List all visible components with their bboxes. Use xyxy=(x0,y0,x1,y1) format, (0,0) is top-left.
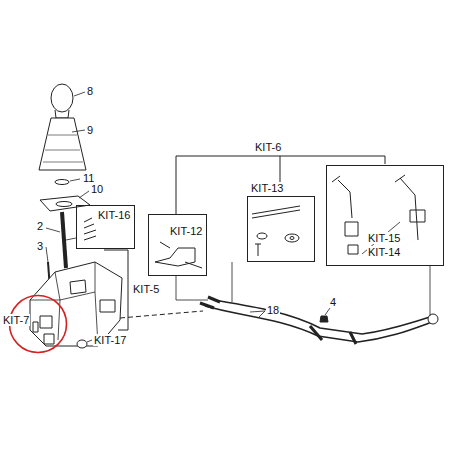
clip-detail xyxy=(160,242,202,268)
callout-number: 8 xyxy=(86,85,94,97)
knob-neck xyxy=(55,110,69,118)
inset-box: KIT-12 xyxy=(148,214,207,276)
kit-bracket xyxy=(104,250,128,330)
cable-grommets xyxy=(310,326,356,344)
nut xyxy=(320,316,328,322)
plate-hole xyxy=(56,202,72,207)
shift-boot xyxy=(39,118,86,170)
dashed-line xyxy=(120,311,203,318)
callout-number: 10 xyxy=(90,183,104,195)
boot-folds xyxy=(43,135,83,162)
cable-end-left xyxy=(332,176,358,236)
washer xyxy=(257,233,267,239)
cable-ends xyxy=(200,297,220,308)
kit-label: KIT-17 xyxy=(93,334,127,346)
housing-pivot xyxy=(70,280,86,294)
inset-box: KIT-13 xyxy=(247,196,315,262)
callout-number: 2 xyxy=(36,220,44,232)
kit-label: KIT-16 xyxy=(97,209,131,221)
boot-ring xyxy=(55,180,69,185)
retaining-pin xyxy=(252,206,300,218)
bezel-plate xyxy=(40,196,90,211)
housing-ribs xyxy=(30,262,98,346)
bushing xyxy=(77,340,87,348)
leader-lines xyxy=(46,92,330,342)
callout-circle: KIT-7 xyxy=(8,294,68,354)
cable-eye xyxy=(428,314,438,324)
callout-number: 3 xyxy=(36,240,44,252)
callout-number: 18 xyxy=(266,304,280,316)
callout-number: 9 xyxy=(86,124,94,136)
kit-label: KIT-5 xyxy=(132,283,160,295)
inset-box: KIT-15KIT-14 xyxy=(326,165,444,266)
cable-end-right xyxy=(395,175,425,240)
callout-number: 4 xyxy=(329,296,337,308)
inset-leaders xyxy=(66,238,430,316)
spring-bolt xyxy=(84,218,96,240)
inset-box: KIT-16 xyxy=(76,205,135,249)
washer-large xyxy=(285,234,299,242)
kit-label: KIT-6 xyxy=(254,141,282,153)
kit-label: KIT-15 xyxy=(367,232,401,244)
select-cable xyxy=(214,300,434,334)
cable-bracket xyxy=(100,300,115,312)
kit-label: KIT-7 xyxy=(2,314,30,326)
mount-clips xyxy=(33,316,54,344)
washer-hole xyxy=(290,237,294,240)
cable-clip xyxy=(348,245,358,254)
kit-label: KIT-14 xyxy=(367,246,401,258)
shift-lever xyxy=(62,212,66,268)
clip-bolt xyxy=(255,244,261,256)
kit-label: KIT-13 xyxy=(250,182,284,194)
shift-knob xyxy=(51,84,73,112)
kit-label: KIT-12 xyxy=(169,225,203,237)
